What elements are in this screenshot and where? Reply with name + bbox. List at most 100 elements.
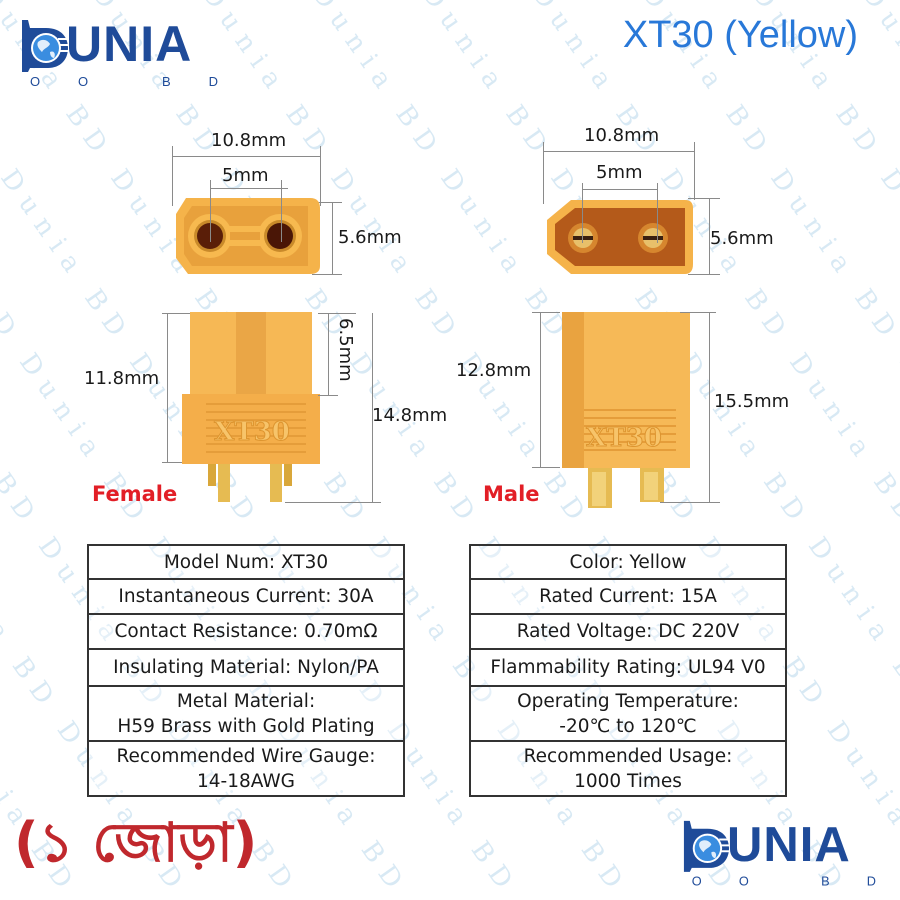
male-body-height-label: 12.8mm bbox=[456, 360, 532, 381]
female-total-height-label: 14.8mm bbox=[372, 405, 448, 426]
svg-text:XT30: XT30 bbox=[214, 417, 290, 447]
spec-text: Instantaneous Current: 30A bbox=[118, 586, 374, 607]
spec-row-rated-voltage: Rated Voltage: DC 220V bbox=[471, 615, 785, 650]
female-top-height-label: 5.6mm bbox=[338, 227, 402, 248]
female-socket-height-label: 6.5mm bbox=[335, 318, 356, 382]
dimension-line bbox=[162, 462, 190, 463]
spec-text: Flammability Rating: UL94 V0 bbox=[490, 657, 766, 678]
dimension-line bbox=[543, 151, 694, 152]
dimension-line bbox=[332, 202, 333, 274]
male-top-width-label: 10.8mm bbox=[584, 125, 660, 146]
female-label: Female bbox=[92, 482, 178, 506]
brand-name: UNIA bbox=[727, 816, 851, 872]
spec-text: 1000 Times bbox=[574, 770, 682, 792]
spec-text: 14-18AWG bbox=[196, 770, 296, 792]
globe-cart-icon bbox=[683, 820, 729, 872]
spec-text: -20℃ to 120℃ bbox=[559, 715, 697, 737]
quantity-label: (১ জোড়া) bbox=[14, 811, 258, 874]
spec-text: Operating Temperature: bbox=[517, 690, 739, 712]
spec-row-insulating-material: Insulating Material: Nylon/PA bbox=[89, 650, 403, 687]
spec-row-operating-temp: Operating Temperature: -20℃ to 120℃ bbox=[471, 687, 785, 742]
female-connector-top-image bbox=[176, 198, 320, 274]
male-connector-side-image: XT30 bbox=[562, 312, 690, 508]
brand-sub-char: D bbox=[866, 873, 878, 889]
brand-subtitle: O O B D bbox=[692, 874, 878, 889]
spec-text: Contact Resistance: 0.70mΩ bbox=[114, 621, 378, 642]
spec-row-color: Color: Yellow bbox=[471, 546, 785, 580]
spec-row-model: Model Num: XT30 bbox=[89, 546, 403, 580]
male-top-height-label: 5.6mm bbox=[710, 228, 774, 249]
male-total-height-label: 15.5mm bbox=[714, 391, 790, 412]
spec-text: Model Num: XT30 bbox=[163, 551, 329, 573]
spec-text: Insulating Material: Nylon/PA bbox=[113, 657, 379, 678]
dimension-line bbox=[281, 180, 282, 242]
brand-sub-char: O bbox=[30, 74, 43, 89]
dimension-line bbox=[320, 146, 321, 206]
dimension-line bbox=[582, 189, 658, 190]
dimension-line bbox=[582, 183, 583, 243]
spec-row-usage: Recommended Usage: 1000 Times bbox=[471, 742, 785, 795]
brand-sub-char: O bbox=[691, 873, 704, 889]
brand-sub-char: O bbox=[78, 74, 91, 89]
dimension-line bbox=[328, 313, 329, 395]
dimension-line bbox=[285, 502, 381, 503]
brand-subtitle: O O B D bbox=[30, 74, 220, 89]
globe-cart-icon bbox=[22, 20, 68, 72]
dimension-line bbox=[210, 188, 288, 189]
brand-sub-char: B bbox=[821, 873, 832, 889]
spec-text: Rated Voltage: DC 220V bbox=[516, 621, 740, 642]
brand-sub-char: D bbox=[208, 74, 220, 89]
female-body-height-label: 11.8mm bbox=[84, 368, 160, 389]
brand-sub-char: O bbox=[738, 873, 751, 889]
svg-text:XT30: XT30 bbox=[586, 423, 662, 453]
dimension-line bbox=[657, 183, 658, 243]
dimension-line bbox=[532, 467, 560, 468]
brand-logo-top: UNIA O O B D bbox=[18, 14, 218, 89]
spec-text: Color: Yellow bbox=[569, 551, 687, 573]
dimension-line bbox=[709, 198, 710, 274]
dimension-line bbox=[172, 146, 173, 206]
spec-row-instant-current: Instantaneous Current: 30A bbox=[89, 580, 403, 615]
dimension-line bbox=[312, 274, 342, 275]
spec-table-left: Model Num: XT30 Instantaneous Current: 3… bbox=[87, 544, 405, 797]
dimension-line bbox=[709, 312, 710, 502]
dimension-line bbox=[688, 198, 720, 199]
brand-logo-bottom: UNIA O O B D bbox=[680, 815, 876, 889]
spec-text: Recommended Wire Gauge: bbox=[116, 745, 376, 767]
spec-text: H59 Brass with Gold Plating bbox=[117, 715, 375, 737]
spec-text: Rated Current: 15A bbox=[539, 586, 717, 607]
spec-row-metal-material: Metal Material: H59 Brass with Gold Plat… bbox=[89, 687, 403, 742]
dimension-line bbox=[162, 313, 190, 314]
dimension-line bbox=[210, 180, 211, 242]
spec-row-flammability: Flammability Rating: UL94 V0 bbox=[471, 650, 785, 687]
spec-text: Recommended Usage: bbox=[523, 745, 733, 767]
male-pin-spacing-label: 5mm bbox=[596, 162, 643, 183]
dimension-line bbox=[532, 312, 560, 313]
female-pin-spacing-label: 5mm bbox=[222, 165, 269, 186]
brand-name: UNIA bbox=[66, 16, 193, 72]
female-top-width-label: 10.8mm bbox=[211, 130, 287, 151]
male-connector-top-image bbox=[547, 200, 693, 274]
spec-text: Metal Material: bbox=[176, 690, 316, 712]
dimension-line bbox=[694, 142, 695, 200]
dimension-line bbox=[372, 313, 373, 502]
dimension-line bbox=[167, 313, 168, 462]
female-connector-side-image: XT30 bbox=[182, 312, 320, 502]
spec-row-contact-resistance: Contact Resistance: 0.70mΩ bbox=[89, 615, 403, 650]
spec-row-rated-current: Rated Current: 15A bbox=[471, 580, 785, 615]
page-title: XT30 (Yellow) bbox=[622, 14, 858, 56]
dimension-line bbox=[543, 142, 544, 204]
dimension-line bbox=[318, 313, 356, 314]
watermark-text: Dunia BD Dunia BD Dunia BD Dunia BD Duni… bbox=[855, 0, 900, 900]
dimension-line bbox=[660, 502, 720, 503]
dimension-line bbox=[172, 156, 320, 157]
dimension-line bbox=[680, 312, 716, 313]
male-label: Male bbox=[483, 482, 540, 506]
dimension-line bbox=[688, 274, 720, 275]
dimension-line bbox=[318, 395, 338, 396]
spec-row-wire-gauge: Recommended Wire Gauge: 14-18AWG bbox=[89, 742, 403, 795]
spec-table-right: Color: Yellow Rated Current: 15A Rated V… bbox=[469, 544, 787, 797]
dimension-line bbox=[540, 312, 541, 467]
brand-sub-char: B bbox=[162, 74, 173, 89]
dimension-line bbox=[312, 202, 342, 203]
